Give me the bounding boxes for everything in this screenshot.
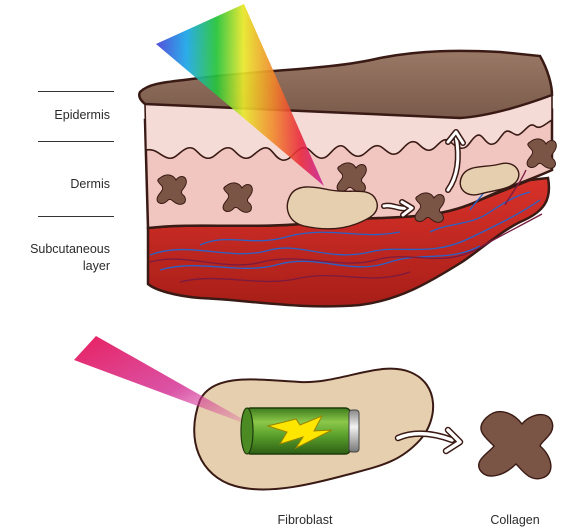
collagen-large: [479, 412, 553, 479]
fibroblast-caption: Fibroblast: [250, 512, 360, 529]
collagen-caption: Collagen: [470, 512, 560, 529]
battery-icon: [241, 408, 359, 454]
skin-block: [139, 51, 556, 306]
